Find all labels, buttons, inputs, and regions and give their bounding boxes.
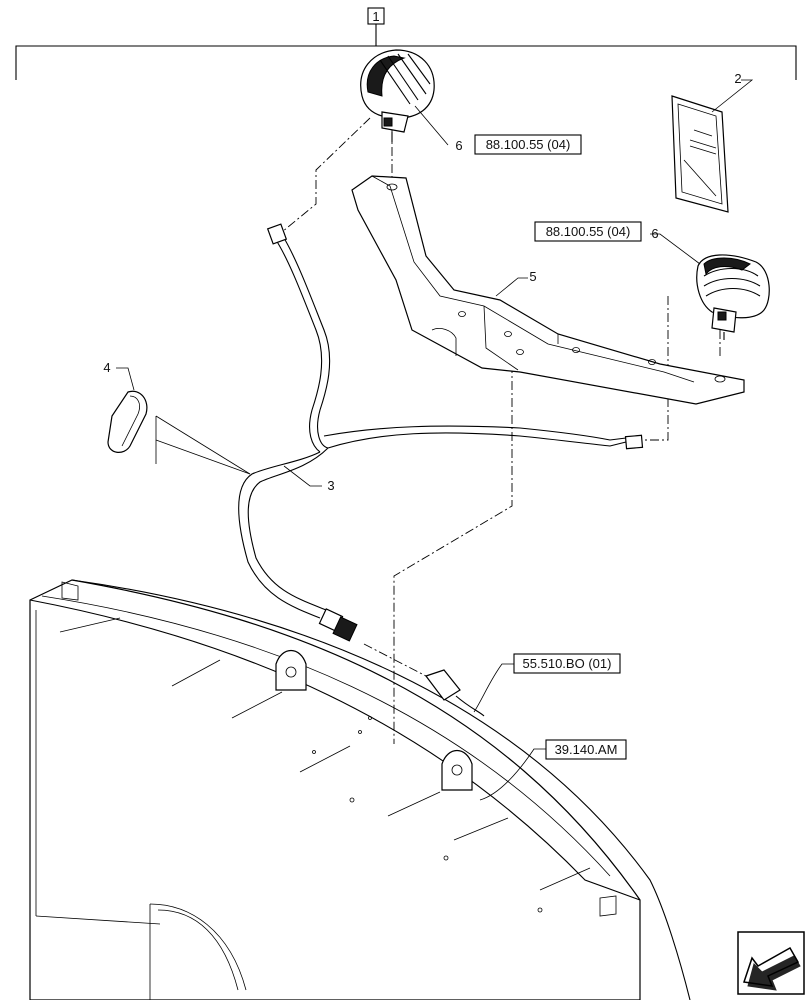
callout-tie: 4 [103, 360, 110, 375]
cable-tie [107, 390, 157, 464]
ref-cab[interactable]: 39.140.AM [545, 739, 627, 760]
nav-arrow-button[interactable] [737, 931, 805, 995]
mounting-lines [281, 117, 721, 744]
ref-connector-label: 55.510.BO (01) [523, 656, 612, 671]
ref-cab-label: 39.140.AM [555, 742, 618, 757]
callout-harness: 3 [327, 478, 334, 493]
assembly-callout-label: 1 [372, 9, 379, 24]
assembly-bracket [15, 24, 797, 80]
wiring-harness [238, 223, 644, 717]
cab-roof-panel [29, 579, 691, 1000]
ref-connector[interactable]: 55.510.BO (01) [513, 653, 621, 674]
callout-bracket: 5 [529, 269, 536, 284]
ref-lamp-right[interactable]: 88.100.55 (04) [534, 221, 642, 242]
work-lamp-left [360, 49, 435, 142]
operator-manual [671, 95, 729, 213]
leader-lines [116, 79, 754, 801]
arrow-down-left-icon [743, 946, 801, 991]
work-lamp-right [696, 254, 770, 340]
light-bracket [351, 175, 745, 405]
ref-lamp-right-label: 88.100.55 (04) [546, 224, 631, 239]
callout-manual: 2 [734, 71, 741, 86]
ref-lamp-left[interactable]: 88.100.55 (04) [474, 134, 582, 155]
callout-lamp-right: 6 [651, 226, 658, 241]
ref-lamp-left-label: 88.100.55 (04) [486, 137, 571, 152]
callout-numbers: 6 6 2 5 3 4 [103, 71, 741, 493]
callout-lamp-left: 6 [455, 138, 462, 153]
assembly-callout[interactable]: 1 [367, 7, 385, 25]
